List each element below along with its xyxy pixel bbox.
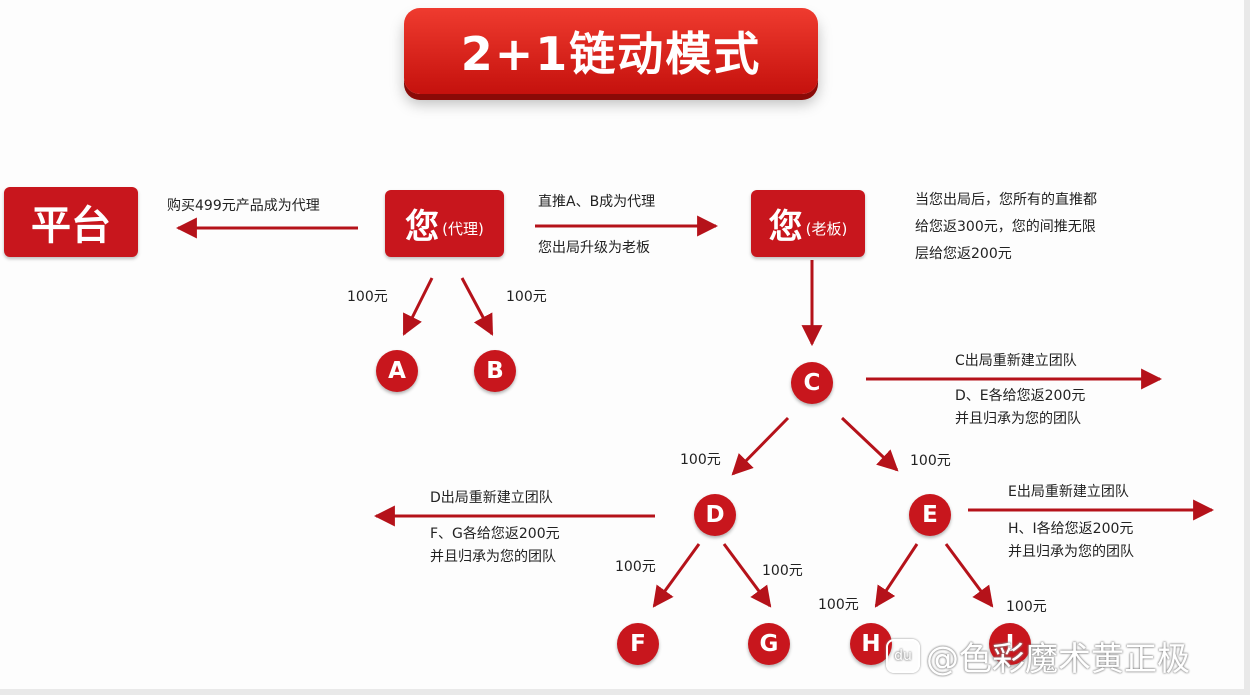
e-desc-line2: 并且归承为您的团队 [1008,544,1134,560]
e-desc-line1: H、I各给您返200元 [1008,521,1134,537]
du-logo-icon: du [886,639,920,673]
node-a: A [376,350,418,392]
platform-box: 平台 [4,187,138,257]
agent-box: 您 (代理) [385,190,504,257]
arrow-agent-to-a [402,277,434,336]
agent-role-label: (代理) [442,220,484,238]
node-g: G [748,623,790,665]
c-exit-text: C出局重新建立团队 [955,353,1077,369]
boss-desc-line1: 当您出局后，您所有的直推都 [915,192,1097,208]
d-exit-text: D出局重新建立团队 [430,490,553,506]
arrow-c-to-e [840,416,899,472]
buy-text: 购买499元产品成为代理 [167,198,320,214]
node-d: D [694,494,736,536]
c-desc-line1: D、E各给您返200元 [955,388,1086,404]
c-desc-line2: 并且归承为您的团队 [955,411,1081,427]
boss-desc-line3: 层给您返200元 [915,246,1012,262]
amount-g: 100元 [762,563,803,579]
watermark-text: @色彩魔术黄正极 [926,639,1190,678]
d-desc-line2: 并且归承为您的团队 [430,549,556,565]
boss-role-label: (老板) [805,220,848,238]
boss-box: 您 (老板) [751,190,865,257]
arrow-d-to-g [722,543,772,608]
node-h: H [850,623,892,665]
promote-text-line1: 直推A、B成为代理 [538,194,656,210]
arrow-c-to-d [731,416,790,476]
amount-h: 100元 [818,597,859,613]
arrow-agent-to-b [460,277,494,336]
node-i: I [989,623,1031,665]
boss-desc-line2: 给您返300元，您的间推无限 [915,219,1096,235]
watermark: du @色彩魔术黄正极 [886,632,1190,680]
e-exit-text: E出局重新建立团队 [1008,484,1129,500]
amount-d: 100元 [680,452,721,468]
node-b: B [474,350,516,392]
node-f: F [617,623,659,665]
arrow-e-to-h [874,543,919,608]
d-desc-line1: F、G各给您返200元 [430,526,560,542]
boss-main-label: 您 [768,207,803,247]
amount-a: 100元 [347,289,388,305]
amount-e: 100元 [910,453,951,469]
arrow-e-to-i [944,543,994,608]
amount-f: 100元 [615,559,656,575]
promote-text-line2: 您出局升级为老板 [538,240,650,256]
arrow-d-to-f [652,543,701,608]
amount-i: 100元 [1006,599,1047,615]
page-title: 2+1链动模式 [404,8,818,94]
agent-main-label: 您 [405,207,440,247]
amount-b: 100元 [506,289,547,305]
node-e: E [909,494,951,536]
node-c: C [791,362,833,404]
